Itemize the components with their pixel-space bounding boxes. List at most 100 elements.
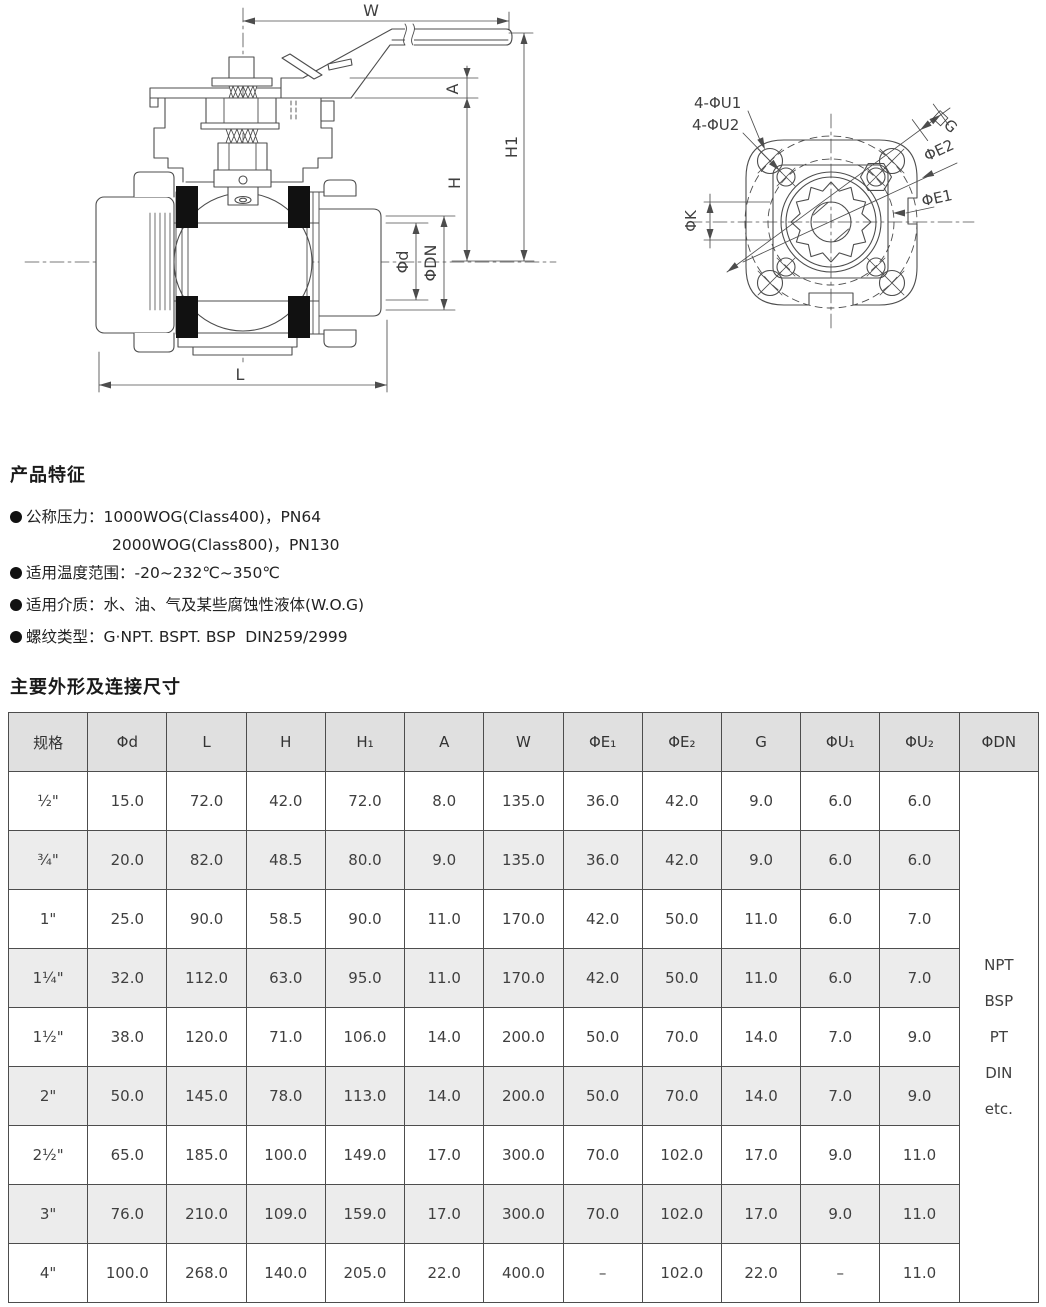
table-cell: 300.0	[483, 1125, 564, 1185]
table-cell: 11.0	[879, 1184, 960, 1244]
table-cell: 76.0	[87, 1184, 168, 1244]
table-cell: 22.0	[404, 1243, 485, 1303]
table-cell: 72.0	[166, 771, 247, 831]
table-cell: –	[800, 1243, 881, 1303]
table-cell: 50.0	[641, 889, 722, 949]
table-cell: 15.0	[87, 771, 168, 831]
table-cell: –	[562, 1243, 643, 1303]
table-cell: 145.0	[166, 1066, 247, 1126]
stem-bore	[810, 201, 852, 243]
iso-pad-boss	[772, 164, 889, 279]
phi-dn-line: PT	[989, 1028, 1008, 1046]
table-cell: 9.0	[800, 1184, 881, 1244]
left-union-nut	[95, 196, 175, 334]
table-cell: 14.0	[404, 1066, 485, 1126]
phi-dn-line: BSP	[984, 992, 1014, 1010]
dim-label-phi-d: Φd	[393, 251, 412, 274]
table-cell: 11.0	[404, 889, 485, 949]
header-cell: A	[404, 712, 485, 772]
table-cell: 14.0	[720, 1066, 802, 1126]
handle-stop-tab	[327, 58, 353, 71]
table-cell: 300.0	[483, 1184, 564, 1244]
table-cell: 42.0	[641, 830, 722, 890]
table-cell: ½"	[7, 771, 89, 831]
table-cell: 17.0	[404, 1184, 485, 1244]
packing-nut	[205, 97, 277, 124]
table-cell: 7.0	[879, 948, 960, 1008]
table-cell: 50.0	[641, 948, 722, 1008]
table-cell: 205.0	[324, 1243, 406, 1303]
table-cell: 20.0	[87, 830, 168, 890]
table-cell: 90.0	[166, 889, 247, 949]
table-cell: 7.0	[800, 1007, 881, 1067]
table-cell: 6.0	[800, 889, 881, 949]
table-cell: 106.0	[324, 1007, 406, 1067]
table-cell: 71.0	[245, 1007, 326, 1067]
header-cell: 规格	[7, 712, 89, 772]
table-cell: 11.0	[879, 1125, 960, 1185]
table-cell: 9.0	[404, 830, 485, 890]
feature-line: 螺纹类型：G·NPT. BSPT. BSP DIN259/2999	[10, 625, 348, 647]
feature-text: 螺纹类型：G·NPT. BSPT. BSP DIN259/2999	[26, 628, 348, 646]
table-cell: 1½"	[7, 1007, 89, 1067]
flange-plate	[745, 139, 918, 306]
table-cell: 9.0	[879, 1066, 960, 1126]
table-cell: 6.0	[800, 771, 881, 831]
dim-label-4-phi-u2: 4-ΦU2	[692, 116, 739, 134]
table-cell: 36.0	[562, 771, 643, 831]
table-cell: 185.0	[166, 1125, 247, 1185]
table-cell: 17.0	[720, 1125, 802, 1185]
handle-lever	[280, 28, 513, 99]
table-cell: 6.0	[879, 830, 960, 890]
table-cell: 70.0	[562, 1125, 643, 1185]
valve-seat	[176, 186, 198, 228]
table-cell: 6.0	[879, 771, 960, 831]
table-cell: 70.0	[641, 1066, 722, 1126]
table-cell: 1"	[7, 889, 89, 949]
dim-label-l: L	[236, 365, 245, 384]
table-cell: 32.0	[87, 948, 168, 1008]
table-cell: 70.0	[641, 1007, 722, 1067]
dim-label-h1: H1	[502, 136, 521, 158]
table-cell: 48.5	[245, 830, 326, 890]
table-cell: 112.0	[166, 948, 247, 1008]
table-cell: 42.0	[562, 948, 643, 1008]
feature-line: 2000WOG(Class800)，PN130	[112, 533, 339, 555]
table-cell: 4"	[7, 1243, 89, 1303]
table-cell: ¾"	[7, 830, 89, 890]
table-cell: 11.0	[720, 889, 802, 949]
table-cell: 100.0	[87, 1243, 168, 1303]
table-cell: 7.0	[800, 1066, 881, 1126]
header-cell: ΦU₂	[879, 712, 960, 772]
valve-seat	[176, 296, 198, 338]
table-cell: 159.0	[324, 1184, 406, 1244]
table-cell: 42.0	[562, 889, 643, 949]
valve-seat	[288, 296, 310, 338]
feature-text: 适用温度范围：-20~232℃~350℃	[26, 564, 280, 582]
feature-line: 适用介质：水、油、气及某些腐蚀性液体(W.O.G)	[10, 593, 364, 615]
table-cell: 140.0	[245, 1243, 326, 1303]
table-cell: 78.0	[245, 1066, 326, 1126]
table-cell: 70.0	[562, 1184, 643, 1244]
table-cell: 7.0	[879, 889, 960, 949]
table-cell: 11.0	[879, 1243, 960, 1303]
bolt-circle-large	[744, 135, 918, 309]
table-cell: 50.0	[562, 1007, 643, 1067]
table-cell: 100.0	[245, 1125, 326, 1185]
valve-seat	[288, 186, 310, 228]
header-cell: ΦDN	[958, 712, 1040, 772]
table-cell: 36.0	[562, 830, 643, 890]
dim-label-square-g: □G	[930, 106, 961, 137]
table-cell: 9.0	[800, 1125, 881, 1185]
table-cell: 400.0	[483, 1243, 564, 1303]
valve-section-drawing: W A H1 H Φd ΦDN L	[24, 1, 557, 393]
table-cell: 25.0	[87, 889, 168, 949]
table-cell: 200.0	[483, 1066, 564, 1126]
table-cell: 102.0	[641, 1243, 722, 1303]
